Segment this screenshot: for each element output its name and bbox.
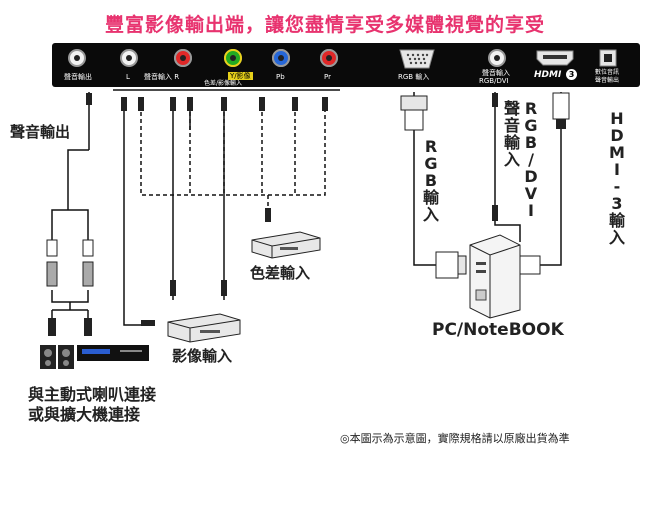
label-audio-in-vertical: 聲音輸入 (503, 99, 520, 169)
label-speaker-line2: 或與擴大機連接 (28, 405, 141, 424)
label-l: L (126, 73, 130, 81)
audio-in-l-jack-icon (120, 49, 138, 67)
vga-port-icon (399, 49, 435, 69)
label-audio-in-r: 聲音輸入 R (144, 73, 180, 81)
label-audio-out: 聲音輸出 (10, 123, 71, 141)
audio-in-r-jack-color (174, 49, 192, 67)
label-component-video-in: 色差/影像輸入 (204, 80, 243, 87)
label-audio-out: 聲音輸出 (64, 73, 92, 81)
pc-tower-icon (469, 234, 521, 319)
component-pb-jack-color (272, 49, 290, 67)
hdmi-port-icon (536, 50, 574, 66)
label-digital-audio-2: 聲音輸出 (595, 77, 620, 84)
label-pc-notebook: PC/NoteBOOK (432, 320, 564, 340)
label-video-in: 影像輸入 (172, 347, 233, 365)
page-title: 豐富影像輸出端，讓您盡情享受多媒體視覺的享受 (104, 14, 545, 36)
vga-plug-icon (400, 95, 467, 279)
label-speaker-line1: 與主動式喇叭連接 (28, 385, 157, 404)
label-component-in: 色差輸入 (250, 264, 311, 282)
label-digital-audio-1: 數位音訊 (595, 69, 620, 76)
label-pr: Pr (324, 73, 331, 81)
label-audio-in-rgb-dvi-1: 聲音輸入 (482, 69, 510, 77)
label-note: ◎本圖示為示意圖，實際規格請以原廠出貨為準 (340, 432, 570, 445)
component-pr-jack-color (320, 49, 338, 67)
speaker-amplifier-icon (40, 345, 149, 369)
component-y-jack-color (224, 49, 242, 67)
label-y-video: Y/影像 (228, 72, 253, 80)
dvd-player-video-icon (167, 313, 241, 343)
audio-out-jack-icon (68, 49, 86, 67)
label-hdmi: HDMI (534, 70, 562, 80)
optical-port-icon (599, 49, 617, 67)
label-pb: Pb (276, 73, 285, 81)
label-hdmi-number: 3 (566, 69, 577, 80)
label-rgb-in: RGB 輸入 (398, 73, 430, 81)
label-audio-in-rgb-dvi-2: RGB/DVI (479, 77, 509, 85)
audio-in-rgb-dvi-jack-icon (488, 49, 506, 67)
dvd-player-component-icon (251, 231, 321, 259)
